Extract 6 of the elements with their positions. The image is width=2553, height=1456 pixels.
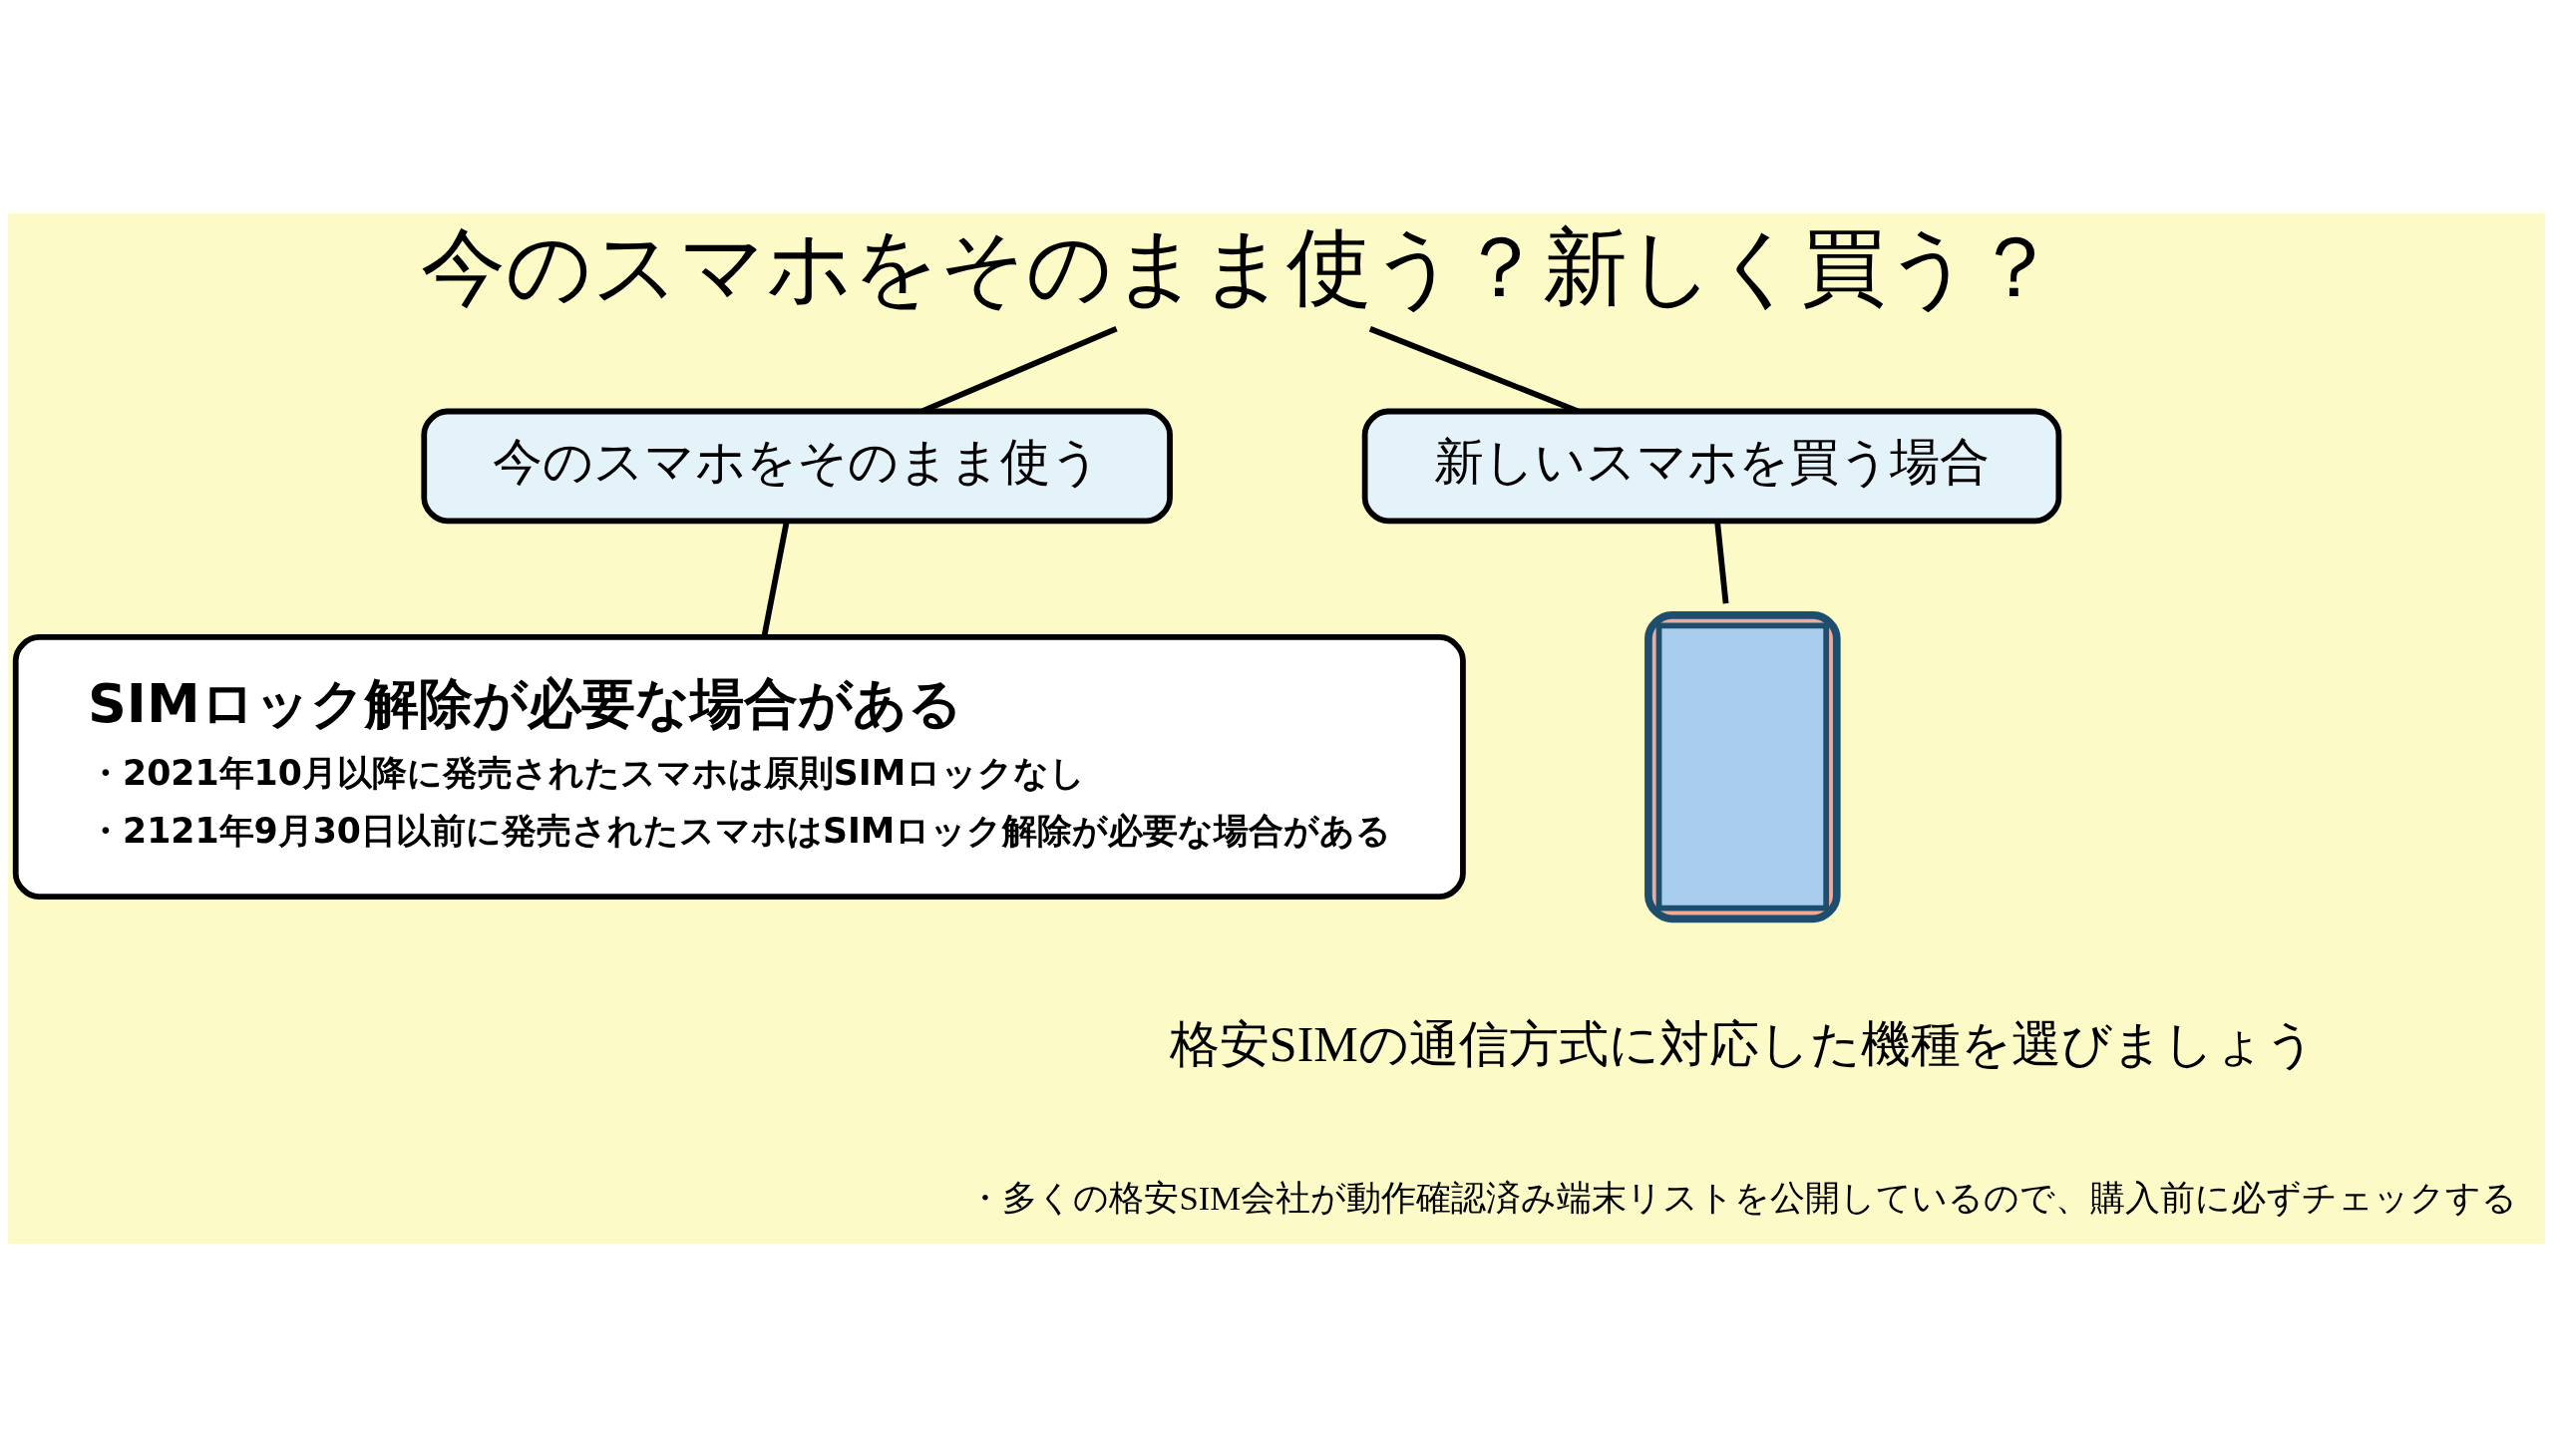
node-box: SIMロック解除が必要な場合がある ・2021年10月以降に発売されたスマホは原則SIMロックなし ・2121年9月30日以前に発売されたスマホはSIMロック解除が必要な場合がある [12,633,1466,900]
node-label: ・多くの格安SIM会社が動作確認済み端末リストを公開しているので、購入前に必ずチェックする [967,1178,2518,1218]
node-box: 新しいスマホを買う場合 [1361,408,2062,524]
node-box: 今のスマホをそのまま使う [421,408,1173,524]
node-text: 今のスマホをそのまま使う？新しく買う？ [420,219,2057,314]
node-label: 格安SIMの通信方式に対応した機種を選びましょう [1169,1015,2316,1072]
